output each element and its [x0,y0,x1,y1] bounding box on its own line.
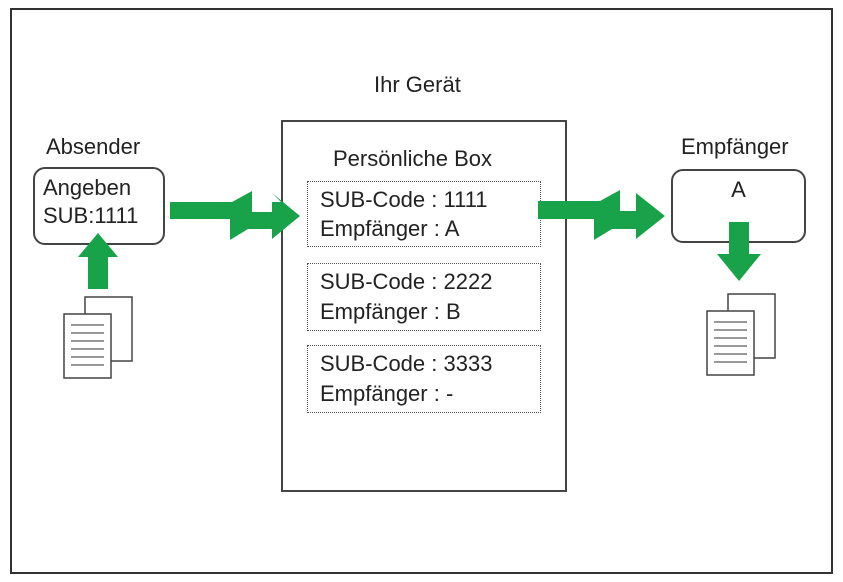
transmission-arrow-icon [538,190,665,240]
box-entry-2222: SUB-Code : 2222 Empfänger : B [307,263,541,331]
entry-sub-code: SUB-Code : 1111 [320,187,488,212]
arrow-up-icon [78,233,118,289]
arrow-down-icon [717,222,761,281]
personal-box-title: Persönliche Box [333,146,492,171]
entry-recipient: Empfänger : A [320,216,460,241]
document-stack-icon [63,296,133,379]
receiver-value: A [731,177,746,202]
entry-sub-code: SUB-Code : 3333 [320,351,493,376]
device-title: Ihr Gerät [374,72,461,97]
diagram-frame [10,8,833,574]
receiver-label: Empfänger [681,134,789,159]
entry-sub-code: SUB-Code : 2222 [320,269,493,294]
sender-line-1: Angeben [43,175,132,200]
device-box: Persönliche Box [281,120,567,492]
entry-recipient: Empfänger : - [320,381,454,406]
sender-line-2: SUB:1111 [43,203,139,228]
document-stack-icon [706,293,776,376]
entry-recipient: Empfänger : B [320,299,461,324]
box-entry-1111: SUB-Code : 1111 Empfänger : A [307,181,541,247]
sender-box: Angeben SUB:1111 [33,167,165,245]
sender-label: Absender [46,134,141,159]
transmission-arrow-icon [170,191,300,240]
box-entry-3333: SUB-Code : 3333 Empfänger : - [307,345,541,413]
